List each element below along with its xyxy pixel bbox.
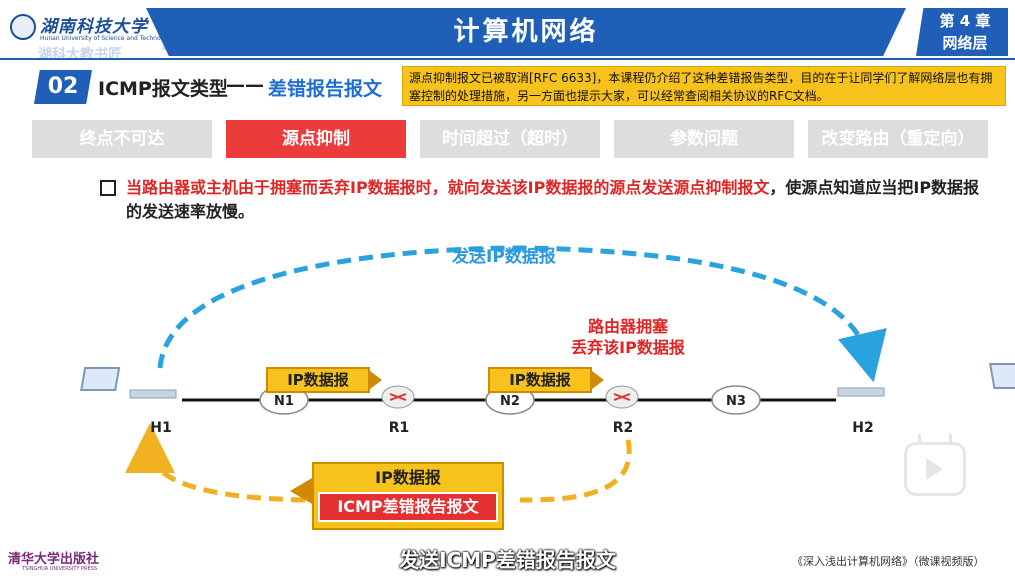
packet-2-arrow [592, 371, 604, 389]
description-red: 当路由器或主机由于拥塞而丢弃IP数据报时，就向发送该IP数据报的源点发送源点抑制… [126, 178, 770, 197]
play-icon[interactable] [926, 458, 943, 480]
congestion-label: 路由器拥塞 丢弃该IP数据报 [548, 316, 708, 358]
book-title: 《深入浅出计算机网络》（微课视频版） [792, 555, 985, 568]
network-n1: N1 [274, 394, 294, 409]
bullet-checkbox [100, 180, 116, 196]
university-name: 湖南科技大学 [40, 17, 148, 37]
university-name-en: Hunan University of Science and Technolo… [40, 35, 174, 42]
host-h2-icon [837, 363, 1015, 397]
player-ears-icon [918, 434, 952, 444]
node-r2: R2 [612, 420, 634, 436]
rfc-note: 源点抑制报文已被取消[RFC 6633]，本课程仍介绍了这种差错报告类型，目的在… [402, 66, 1006, 106]
tab-time-exceeded[interactable]: 时间超过（超时） [420, 120, 600, 158]
network-n3: N3 [726, 394, 746, 409]
send-arc-label: 发送IP数据报 [452, 247, 556, 267]
tab-parameter-problem[interactable]: 参数问题 [614, 120, 794, 158]
congestion-line2: 丢弃该IP数据报 [571, 338, 685, 357]
section-title: ICMP报文类型 [98, 78, 228, 100]
university-emblem-icon [10, 14, 36, 40]
tab-redirect[interactable]: 改变路由（重定向） [808, 120, 988, 158]
section-subtitle: 差错报告报文 [268, 78, 383, 100]
tab-source-quench[interactable]: 源点抑制 [226, 120, 406, 158]
chapter-name: 网络层 [942, 34, 988, 52]
return-packet-arrow [290, 478, 312, 504]
university-logo: 湖南科技大学 Hunan University of Science and T… [4, 6, 173, 63]
packet-1-arrow [370, 371, 382, 389]
header-divider [0, 58, 1015, 60]
node-h2: H2 [852, 420, 874, 436]
description-black: ，使源点知道应当把IP数据报的发送速率放慢。 [126, 178, 980, 221]
packet-1: IP数据报 [266, 367, 370, 393]
section-dash: —— [226, 74, 264, 96]
return-arc-left [125, 423, 306, 503]
network-n2: N2 [500, 394, 520, 409]
publisher-logo: 清华大学出版社 [8, 552, 100, 567]
congestion-line1: 路由器拥塞 [587, 317, 668, 336]
chapter-box [916, 8, 1008, 56]
network-diagram [80, 245, 1015, 503]
description-text: 当路由器或主机由于拥塞而丢弃IP数据报时，就向发送该IP数据报的源点发送源点抑制… [126, 176, 992, 224]
cloud-n3 [711, 385, 761, 415]
section-number: 02 [34, 70, 92, 104]
return-arc [519, 439, 632, 503]
watermark-channel: 湖科大教书匠 [38, 47, 122, 63]
tab-destination-unreachable[interactable]: 终点不可达 [32, 120, 212, 158]
header: 湖南科技大学 Hunan University of Science and T… [0, 0, 1015, 63]
node-r1: R1 [388, 420, 410, 436]
host-h1-icon [80, 367, 177, 399]
video-subtitle: 发送ICMP差错报告报文 [399, 548, 616, 572]
icmp-packet-outer-label: IP数据报 [375, 468, 441, 487]
publisher-name-en: TSINGHUA UNIVERSITY PRESS [22, 566, 98, 572]
node-h1: H1 [150, 420, 172, 436]
packet-2: IP数据报 [488, 367, 592, 393]
icmp-error-report: ICMP差错报告报文 [318, 492, 498, 522]
page-title: 计算机网络 [453, 17, 599, 47]
title-bar [146, 8, 906, 56]
send-arc [157, 245, 887, 383]
chapter-number: 第 4 章 [939, 12, 991, 30]
